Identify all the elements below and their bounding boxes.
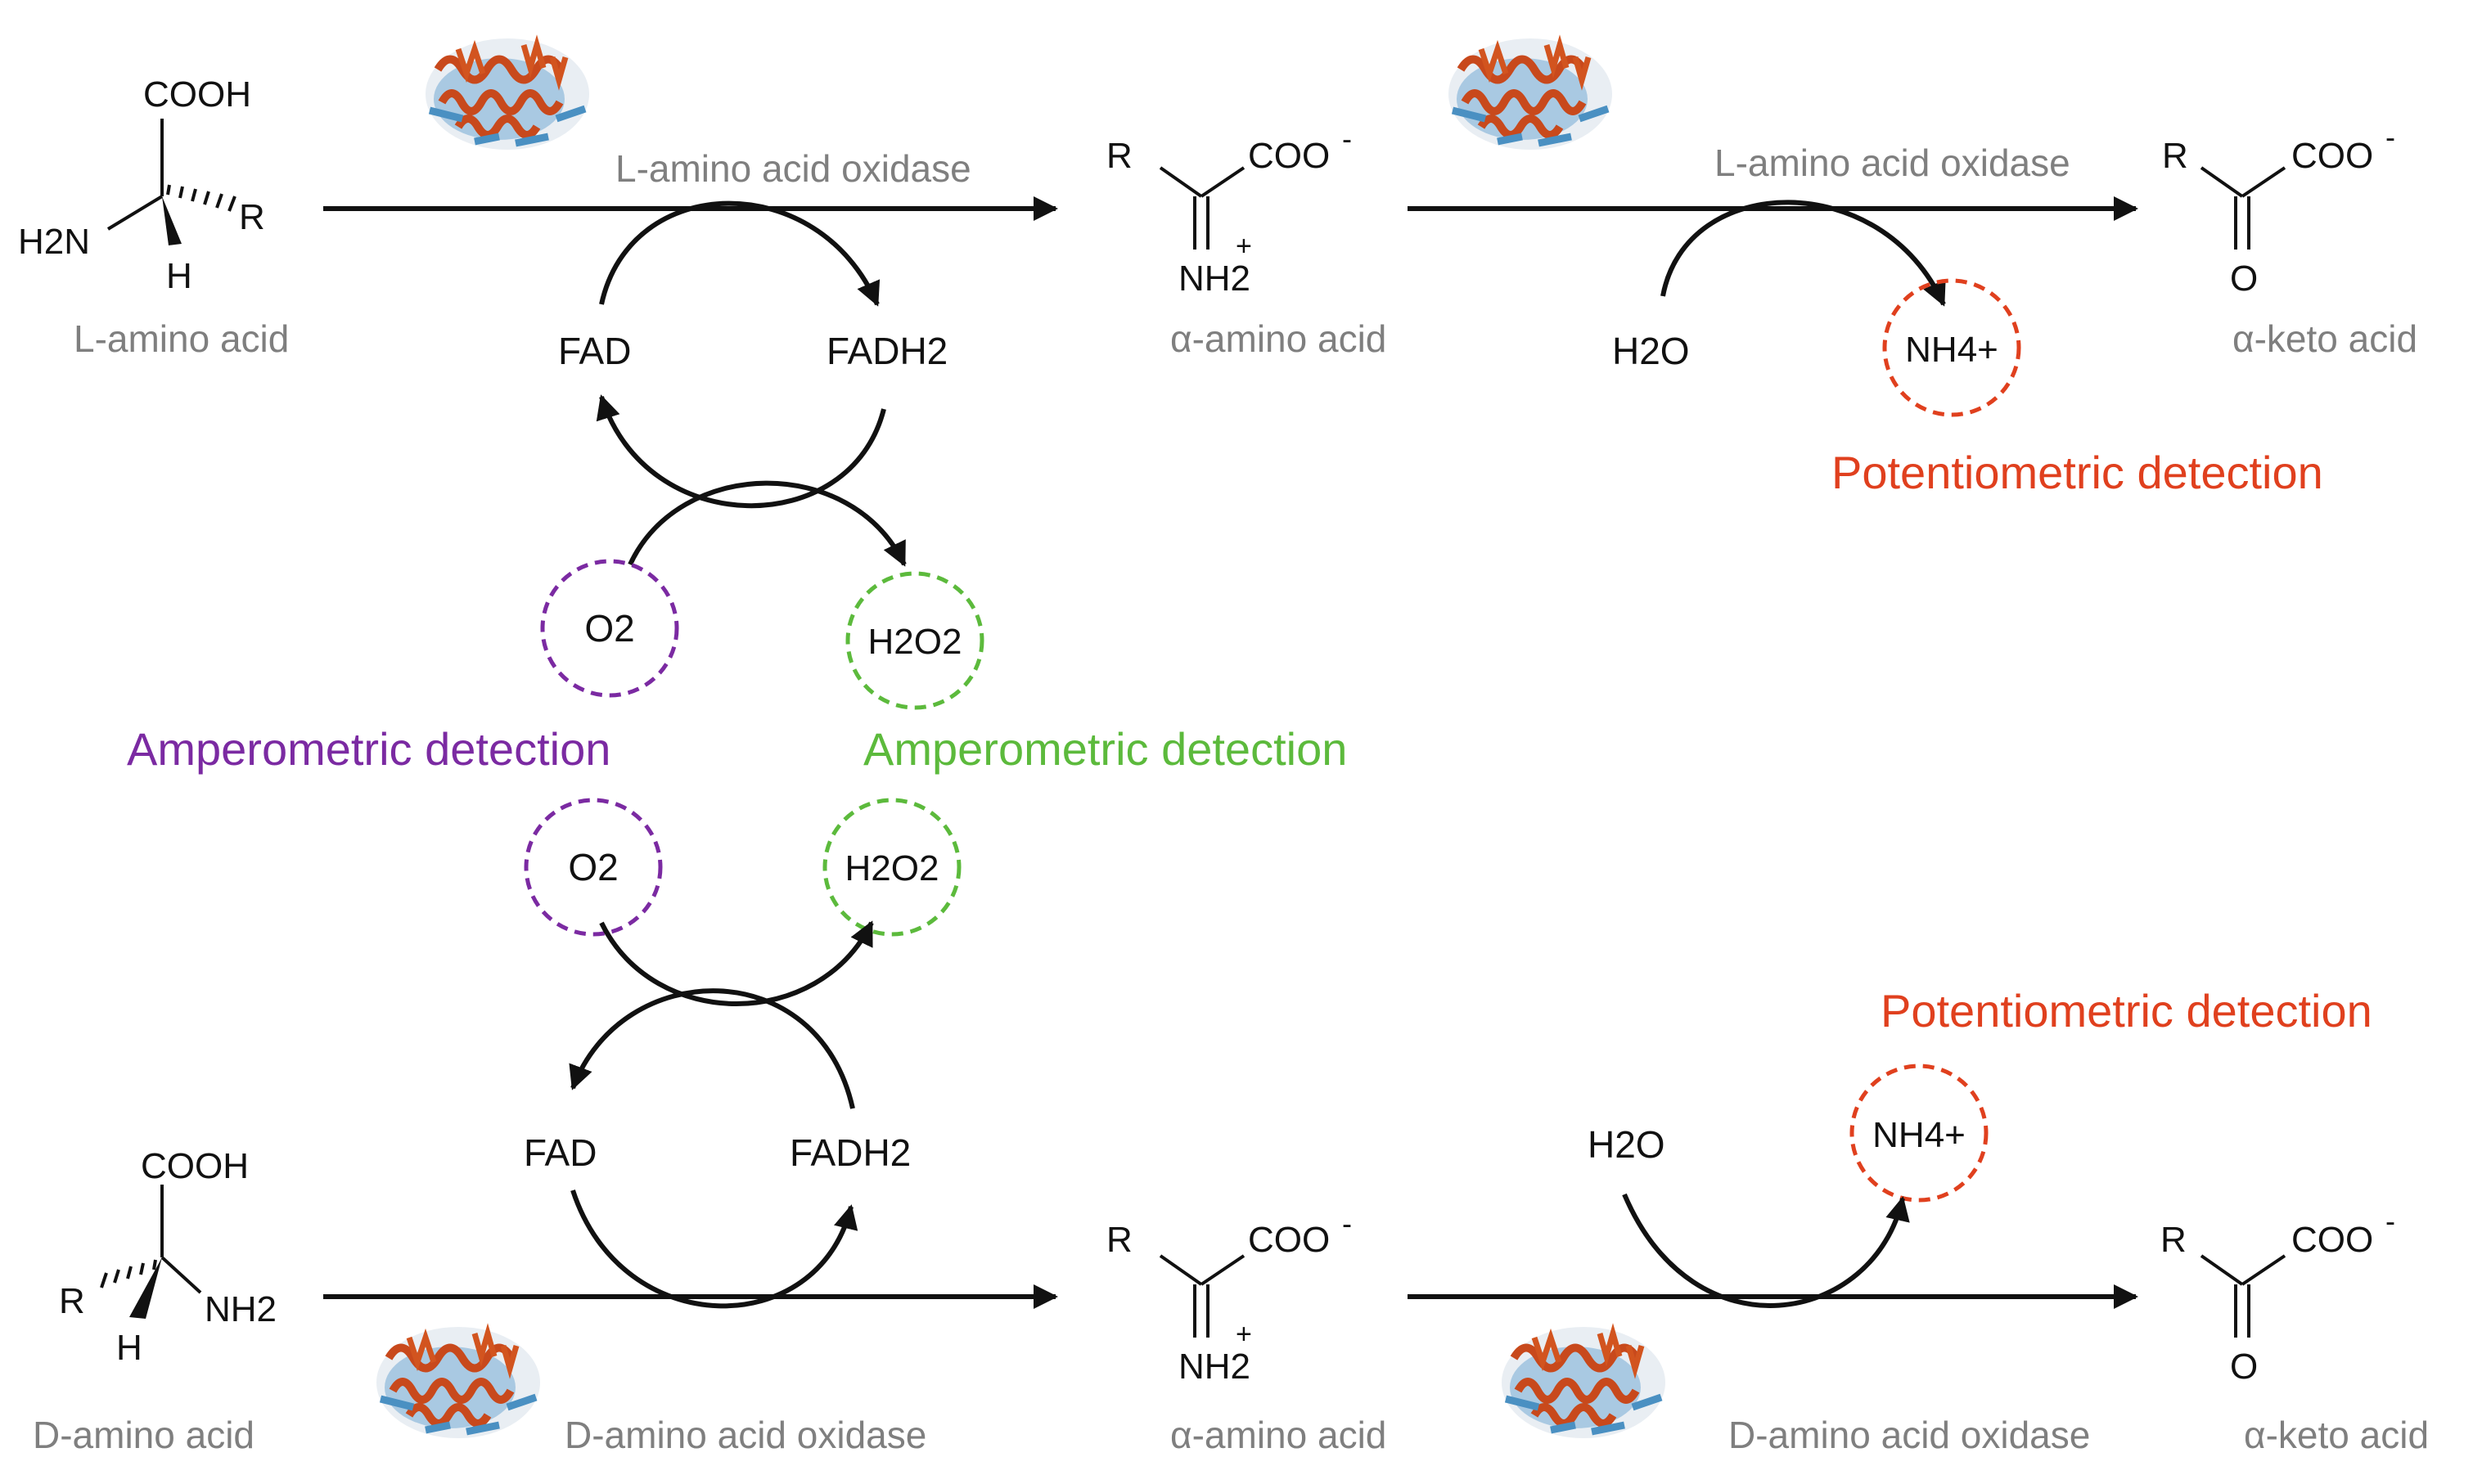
l-amino-acid-oxidase-image-1 (426, 38, 589, 150)
o2-to-h2o2-arc-bottom (599, 920, 874, 1006)
r-label: R (1106, 1220, 1133, 1260)
fad-label-top: FAD (558, 330, 631, 372)
nh2-label: NH2 (1178, 1347, 1250, 1387)
enzyme-1-label: L-amino acid oxidase (615, 147, 971, 190)
l-amino-acid-structure: COOH H2N R H (18, 74, 265, 296)
coo-label: COO (1248, 1220, 1330, 1260)
fadh2-label-bottom: FADH2 (790, 1131, 911, 1174)
o-label: O (2230, 1347, 2258, 1387)
coo-label: COO (1248, 136, 1330, 176)
r-label: R (239, 197, 265, 237)
fad-label-bottom: FAD (524, 1131, 597, 1174)
r-label: R (2160, 1220, 2187, 1260)
h2o-label-top: H2O (1612, 330, 1690, 372)
h2o-label-bottom: H2O (1588, 1123, 1665, 1166)
charge-label: - (2385, 120, 2395, 154)
enzyme-2-label: L-amino acid oxidase (1714, 142, 2070, 184)
o2-to-h2o2-arc-top (628, 480, 907, 567)
h-label: H (166, 256, 192, 296)
plus-label: + (1236, 1319, 1252, 1350)
alpha-amino-acid-name-bottom: α-amino acid (1170, 1414, 1386, 1456)
alpha-keto-acid-name-top: α-keto acid (2232, 317, 2417, 360)
cooh-label: COOH (141, 1146, 249, 1186)
d-amino-acid-name: D-amino acid (33, 1414, 255, 1456)
fadh2-to-fad-arc-bottom (569, 988, 855, 1109)
l-amino-acid-name: L-amino acid (74, 317, 289, 360)
amperometric-detection-h2o2-label: Amperometric detection (863, 723, 1347, 775)
potentiometric-detection-label-bottom: Potentiometric detection (1881, 985, 2372, 1037)
alpha-imino-acid-structure-bottom: R COO - NH2 + (1106, 1207, 1352, 1387)
o2-circle-top (540, 559, 679, 698)
h2o2-circle-top (845, 571, 984, 710)
charge-label: - (1342, 122, 1352, 155)
alpha-imino-acid-structure: R COO - NH2 + (1106, 122, 1352, 299)
d-amino-acid-oxidase-image-2 (1502, 1327, 1665, 1438)
alpha-keto-acid-name-bottom: α-keto acid (2244, 1414, 2429, 1456)
nh4-circle-bottom (1849, 1064, 1989, 1203)
nh2-label: NH2 (205, 1289, 277, 1329)
alpha-amino-acid-name-top: α-amino acid (1170, 317, 1386, 360)
enzyme-3-label: D-amino acid oxidase (565, 1414, 926, 1456)
amperometric-detection-o2-label: Amperometric detection (127, 723, 610, 775)
cooh-label: COOH (143, 74, 251, 115)
d-amino-acid-oxidase-image-1 (376, 1327, 540, 1438)
nh4-label-bottom: NH4+ (1872, 1115, 1966, 1155)
r-label: R (1106, 136, 1133, 176)
fad-to-fadh2-arc-bottom (570, 1189, 858, 1309)
r-label: R (2162, 136, 2188, 176)
fadh2-to-fad-arc-top (596, 394, 886, 509)
r-label: R (59, 1281, 85, 1321)
o2-label-top: O2 (584, 607, 634, 650)
fad-to-fadh2-arc-top (599, 200, 881, 307)
potentiometric-detection-label-top: Potentiometric detection (1831, 447, 2323, 498)
h2o2-label-top: H2O2 (868, 622, 962, 662)
coo-label: COO (2291, 1220, 2373, 1260)
enzyme-4-label: D-amino acid oxidase (1728, 1414, 2090, 1456)
coo-label: COO (2291, 136, 2373, 176)
nh4-circle-top (1882, 278, 2021, 417)
alpha-keto-acid-structure: R COO - O (2162, 120, 2395, 299)
o-label: O (2230, 259, 2258, 299)
o2-circle-bottom (524, 798, 663, 937)
h-label: H (116, 1328, 142, 1368)
d-amino-acid-structure: COOH R NH2 H (59, 1146, 277, 1368)
nh4-label-top: NH4+ (1905, 330, 1998, 370)
o2-label-bottom: O2 (568, 846, 618, 888)
h2o2-label-bottom: H2O2 (845, 848, 939, 888)
fadh2-label-top: FADH2 (827, 330, 948, 372)
charge-label: - (2385, 1204, 2395, 1238)
h2o-to-nh4-arc-bottom (1622, 1193, 1910, 1308)
l-amino-acid-oxidase-image-2 (1448, 38, 1612, 150)
h2n-label: H2N (18, 222, 90, 262)
charge-label: - (1342, 1207, 1352, 1240)
nh2-label: NH2 (1178, 259, 1250, 299)
h2o-to-nh4-arc-top (1660, 200, 1946, 307)
plus-label: + (1236, 231, 1252, 262)
alpha-keto-acid-structure-bottom: R COO - O (2160, 1204, 2395, 1387)
h2o2-circle-bottom (822, 798, 962, 937)
